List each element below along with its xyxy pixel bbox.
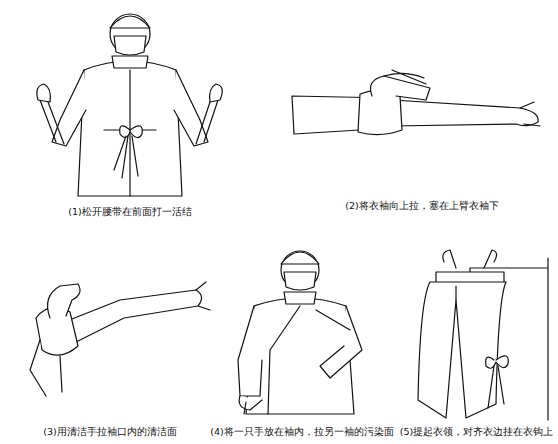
figure-5 xyxy=(418,250,548,420)
caption: (4)将一只手放在袖内，拉另一袖的污染面 xyxy=(209,426,394,437)
figure-3 xyxy=(30,282,210,396)
caption: (3)用清洁手拉袖口内的清洁面 xyxy=(42,426,177,437)
caption: (2)将衣袖向上拉，塞在上臂衣袖下 xyxy=(344,200,499,211)
figure-4 xyxy=(238,251,362,414)
figure-2 xyxy=(292,70,540,135)
figure-1 xyxy=(37,14,222,196)
caption: (5)提起衣领，对齐衣边挂在衣钩上 xyxy=(399,426,554,437)
caption: (1)松开腰带在前面打一活结 xyxy=(67,206,192,217)
